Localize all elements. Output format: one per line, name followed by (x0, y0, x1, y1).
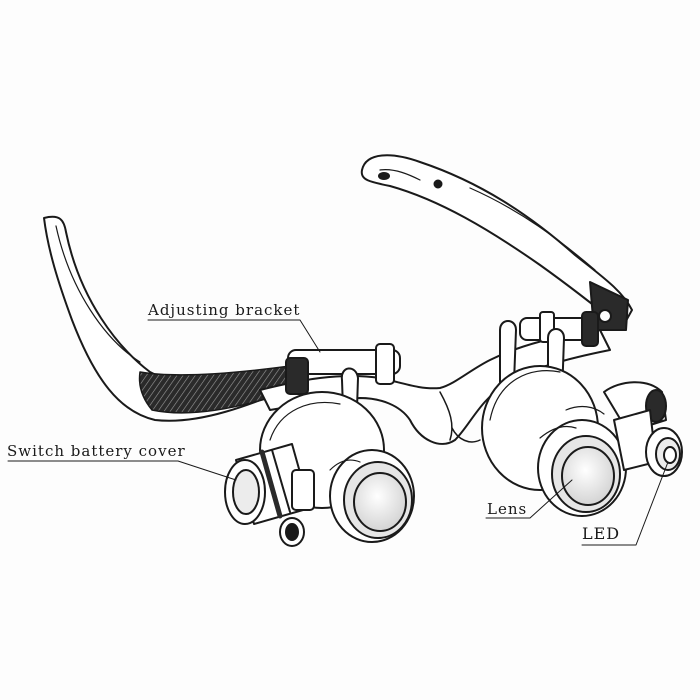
led-label: LED (582, 524, 621, 543)
led-module-part (603, 381, 683, 477)
frame-bridge (259, 329, 611, 445)
callout-leader-lines (7, 319, 669, 546)
adjusting-bracket-label: Adjusting bracket (148, 301, 301, 319)
right-temple-arm (360, 154, 633, 331)
switch-battery-cover-label: Switch battery cover (7, 442, 186, 460)
lens-label: Lens (487, 500, 528, 518)
right-loupe-assembly (481, 365, 627, 517)
switch-battery-cover-part (224, 443, 315, 547)
